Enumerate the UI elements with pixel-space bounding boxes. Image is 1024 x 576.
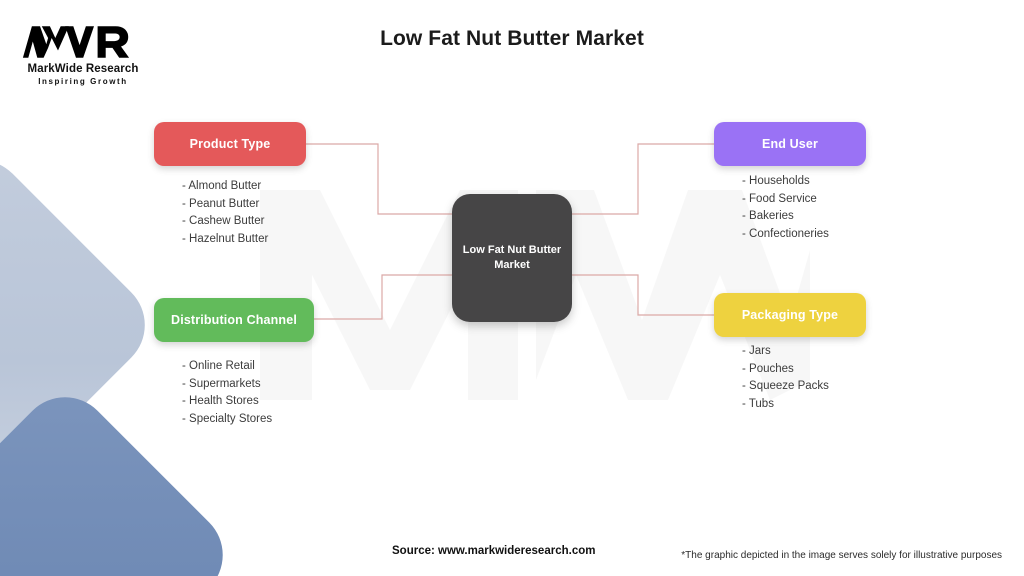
center-node[interactable]: Low Fat Nut Butter Market: [452, 194, 572, 322]
branch-node-end-user[interactable]: End User: [714, 122, 866, 166]
branch-items-distribution-channel: - Online Retail - Supermarkets - Health …: [182, 358, 272, 428]
list-item: - Online Retail: [182, 360, 255, 372]
list-item: - Pouches: [742, 362, 794, 375]
list-item: - Tubs: [742, 397, 774, 410]
list-item: - Cashew Butter: [182, 215, 265, 228]
connector-distribution-channel: [314, 274, 452, 320]
list-item: - Confectioneries: [742, 227, 829, 240]
branch-node-packaging-type[interactable]: Packaging Type: [714, 293, 866, 337]
connector-product-type: [306, 143, 452, 215]
decorative-shape-upper: [0, 141, 164, 509]
branch-node-product-type[interactable]: Product Type: [154, 122, 306, 166]
branch-node-distribution-channel[interactable]: Distribution Channel: [154, 298, 314, 342]
branch-items-packaging-type: - Jars - Pouches - Squeeze Packs - Tubs: [742, 343, 829, 413]
branch-items-end-user: - Households - Food Service - Bakeries -…: [742, 173, 829, 243]
list-item: - Food Service: [742, 192, 817, 205]
brand-tagline: Inspiring Growth: [38, 77, 128, 86]
list-item: - Jars: [742, 345, 771, 357]
list-item: - Households: [742, 175, 810, 187]
branch-items-product-type: - Almond Butter - Peanut Butter - Cashew…: [182, 178, 268, 248]
connector-end-user: [572, 143, 714, 215]
list-item: - Specialty Stores: [182, 412, 273, 425]
list-item: - Almond Butter: [182, 180, 262, 192]
page-title: Low Fat Nut Butter Market: [380, 27, 644, 50]
brand-logo: MarkWide Research Inspiring Growth: [18, 22, 148, 86]
list-item: - Squeeze Packs: [742, 380, 829, 393]
list-item: - Supermarkets: [182, 377, 261, 390]
list-item: - Bakeries: [742, 210, 794, 223]
connector-packaging-type: [572, 274, 714, 316]
source-label: Source: www.markwideresearch.com: [392, 545, 596, 557]
list-item: - Health Stores: [182, 395, 259, 408]
mwr-monogram-icon: [22, 26, 130, 58]
list-item: - Hazelnut Butter: [182, 232, 269, 245]
disclaimer-note: *The graphic depicted in the image serve…: [681, 550, 1002, 561]
brand-name: MarkWide Research: [27, 63, 139, 75]
list-item: - Peanut Butter: [182, 197, 260, 210]
